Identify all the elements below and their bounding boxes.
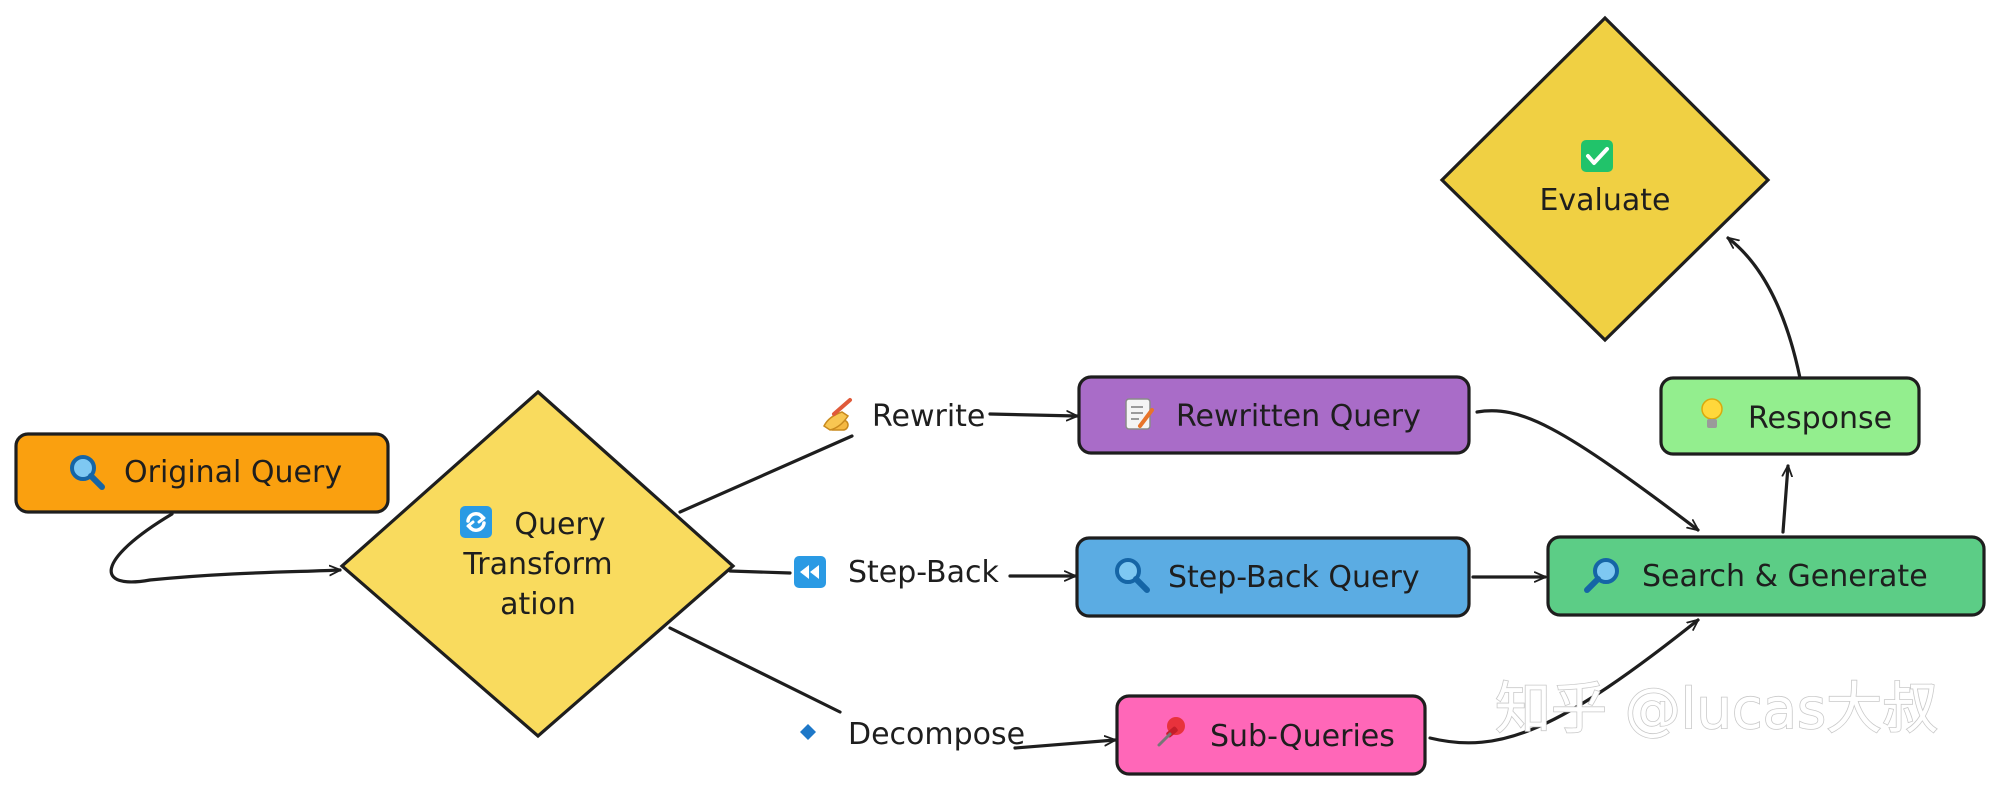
refresh-icon bbox=[460, 506, 492, 538]
magnifier-icon bbox=[1584, 558, 1619, 593]
edge-label-decompose: Decompose bbox=[800, 717, 1025, 752]
node-step-back-query-label: Step-Back Query bbox=[1168, 560, 1420, 595]
node-query-transformation-label-line-2: Transform bbox=[462, 547, 612, 582]
node-original-query-label: Original Query bbox=[124, 455, 342, 490]
magnifier-icon bbox=[70, 455, 105, 490]
edge-response-to-evaluate bbox=[1726, 236, 1802, 380]
check-mark-icon bbox=[1581, 140, 1613, 172]
watermark: 知乎 @lucas大叔 bbox=[1495, 677, 1938, 742]
node-query-transformation-diamond bbox=[339, 389, 736, 739]
node-rewritten-query-label: Rewritten Query bbox=[1176, 399, 1421, 434]
edge-rewrite-to-rewritten-query bbox=[988, 414, 1079, 416]
node-query-transformation-label-line-1: Query bbox=[514, 507, 605, 542]
edge-decompose-to-sub-queries bbox=[1013, 740, 1117, 750]
node-step-back-query[interactable]: Step-Back Query bbox=[1075, 536, 1471, 618]
node-rewritten-query-box bbox=[1077, 375, 1471, 455]
node-response-box bbox=[1659, 376, 1921, 456]
node-search-generate-box bbox=[1546, 535, 1986, 617]
node-sub-queries-box bbox=[1115, 694, 1427, 776]
node-evaluate-diamond bbox=[1439, 15, 1771, 343]
node-response[interactable]: Response bbox=[1659, 376, 1921, 456]
node-evaluate[interactable]: Evaluate bbox=[1439, 15, 1771, 343]
lightbulb-icon bbox=[1701, 398, 1723, 428]
node-rewritten-query[interactable]: Rewritten Query bbox=[1077, 375, 1471, 455]
edge-transformation-to-step-back bbox=[728, 569, 792, 575]
connectors bbox=[109, 236, 1802, 750]
edge-label-step-back: Step-Back bbox=[794, 555, 1000, 590]
node-query-transformation-label-line-3: ation bbox=[500, 587, 576, 622]
magnifier-icon bbox=[1115, 558, 1150, 593]
edge-transformation-to-rewrite bbox=[678, 434, 854, 514]
edge-label-decompose-text: Decompose bbox=[848, 717, 1025, 752]
node-search-generate-label: Search & Generate bbox=[1642, 559, 1928, 594]
edge-sub-queries-to-search bbox=[1428, 618, 1700, 745]
pushpin-icon bbox=[1157, 717, 1185, 747]
writing-hand-icon bbox=[823, 398, 852, 431]
edge-label-step-back-text: Step-Back bbox=[848, 555, 1000, 590]
node-search-generate[interactable]: Search & Generate bbox=[1546, 535, 1986, 617]
edge-search-to-response bbox=[1781, 464, 1788, 534]
node-query-transformation[interactable]: Query Transform ation bbox=[339, 389, 736, 739]
node-evaluate-label: Evaluate bbox=[1539, 183, 1670, 218]
edge-transformation-to-decompose bbox=[668, 626, 842, 714]
node-sub-queries[interactable]: Sub-Queries bbox=[1115, 694, 1427, 776]
memo-icon bbox=[1125, 398, 1154, 430]
node-original-query[interactable]: Original Query bbox=[14, 432, 390, 514]
node-response-label: Response bbox=[1748, 401, 1892, 436]
diamond-icon bbox=[800, 724, 816, 740]
edge-original-to-transformation bbox=[109, 512, 342, 584]
edge-label-rewrite-text: Rewrite bbox=[872, 399, 985, 434]
node-sub-queries-label: Sub-Queries bbox=[1210, 719, 1395, 754]
edge-label-rewrite: Rewrite bbox=[823, 398, 985, 434]
edge-rewritten-to-search bbox=[1475, 409, 1700, 532]
node-original-query-box bbox=[14, 432, 390, 514]
node-step-back-query-box bbox=[1075, 536, 1471, 618]
rewind-icon bbox=[794, 556, 826, 588]
